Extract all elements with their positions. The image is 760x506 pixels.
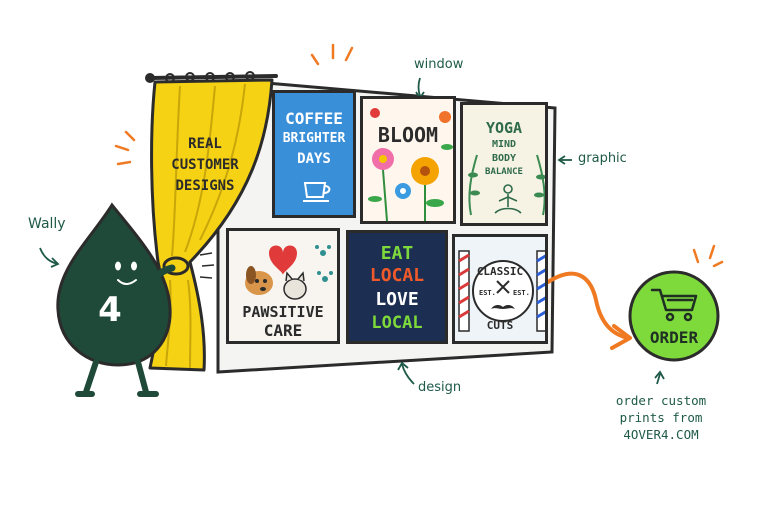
pawsitive-line-2: CARE xyxy=(263,321,303,340)
coffee-line-1: COFFEE xyxy=(285,109,343,128)
flowers-graphic xyxy=(368,108,453,221)
order-note-arrow xyxy=(656,373,661,385)
yoga-line-2: MIND xyxy=(491,139,517,150)
barber-est-right: EST. xyxy=(513,289,530,297)
motion-lines xyxy=(199,252,215,279)
coffee-line-2: BRIGHTER xyxy=(282,131,346,146)
mascot-legs xyxy=(83,359,149,395)
eat-line-1: EAT xyxy=(380,243,414,264)
window-annotation: window xyxy=(414,57,464,72)
barber-est-left: EST. xyxy=(479,289,496,297)
eat-line-3: LOVE xyxy=(375,289,419,310)
eat-line-4: LOCAL xyxy=(371,313,423,333)
order-note-line-1: order custom xyxy=(615,393,707,408)
order-button[interactable]: ORDER xyxy=(649,328,699,347)
coffee-cup-icon xyxy=(303,182,331,202)
eat-line-2: LOCAL xyxy=(369,265,425,286)
burst-order xyxy=(692,244,724,268)
mascot-arm xyxy=(146,264,176,286)
burst-left xyxy=(114,130,136,166)
graphic-annotation: graphic xyxy=(578,151,627,166)
wally-arrow xyxy=(39,247,59,265)
mustache-icon xyxy=(491,305,515,309)
curtain-rod xyxy=(145,71,278,83)
yoga-line-3: BODY xyxy=(491,153,517,164)
bloom-title: BLOOM xyxy=(377,123,439,147)
mascot-eye-left xyxy=(115,261,121,271)
mascot-eye-right xyxy=(131,261,137,271)
cart-icon xyxy=(650,288,698,322)
mascot-body xyxy=(56,202,172,367)
design-arrow xyxy=(401,363,415,385)
wally-annotation: Wally xyxy=(28,216,66,232)
meditation-icon xyxy=(494,184,522,214)
curtain-label-line-3: DESIGNS xyxy=(175,178,235,194)
panel-eat-local: EAT LOCAL LOVE LOCAL xyxy=(346,230,448,344)
coffee-line-3: DAYS xyxy=(297,151,331,167)
curtain-label-line-1: REAL xyxy=(188,136,222,152)
barber-bottom: CUTS xyxy=(486,319,514,332)
window-arrow xyxy=(417,77,421,97)
order-note-line-2: prints from xyxy=(619,410,703,425)
panel-pawsitive: PAWSITIVE CARE xyxy=(226,228,340,344)
burst-top xyxy=(310,43,354,66)
panel-coffee: COFFEE BRIGHTER DAYS xyxy=(272,90,356,218)
curtain-label: REAL CUSTOMER DESIGNS xyxy=(160,134,250,197)
mascot-smile xyxy=(117,279,137,285)
yoga-line-4: BALANCE xyxy=(485,167,523,177)
pets-graphic xyxy=(245,245,333,300)
design-annotation: design xyxy=(418,380,462,395)
curtain-label-line-2: CUSTOMER xyxy=(171,157,239,173)
barber-top: CLASSIC xyxy=(476,265,524,278)
order-arrow xyxy=(546,271,630,340)
pawsitive-line-1: PAWSITIVE xyxy=(242,303,324,321)
scissors-icon xyxy=(496,280,510,294)
mascot-number: 4 xyxy=(98,290,122,330)
panel-yoga: YOGA MIND BODY BALANCE xyxy=(460,102,548,226)
panel-bloom: BLOOM xyxy=(360,96,456,224)
barber-graphic xyxy=(458,250,545,332)
yoga-line-1: YOGA xyxy=(485,119,523,137)
curtain xyxy=(148,78,274,372)
panel-barber: CLASSIC EST. EST. CUTS xyxy=(452,234,548,344)
order-note: order custom prints from 4OVER4.COM xyxy=(606,392,716,443)
order-note-line-3[interactable]: 4OVER4.COM xyxy=(623,427,699,442)
leaves-graphic xyxy=(468,154,545,216)
